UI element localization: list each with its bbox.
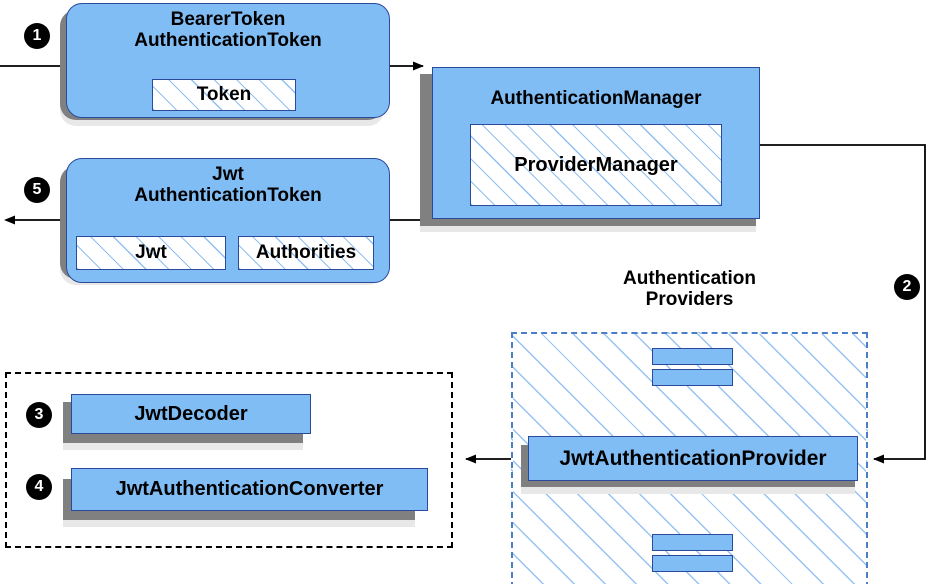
jwt-authentication-token-inner-jwt: Jwt [76,236,226,270]
provider-stub-bottom-2 [652,555,733,572]
bearer-token-title: BearerToken AuthenticationToken [134,9,322,52]
jwt-authentication-converter-label: JwtAuthenticationConverter [115,478,384,500]
step-badge-4: 4 [26,474,52,500]
jwt-authentication-provider-label: JwtAuthenticationProvider [559,446,827,470]
step-badge-3: 3 [26,402,52,428]
provider-stub-top-1 [652,348,733,365]
authentication-manager-title: AuthenticationManager [490,88,702,109]
jwt-decoder-label: JwtDecoder [134,402,248,425]
region-jwt-support [5,372,453,548]
bearer-token-inner-token: Token [152,79,296,111]
provider-manager-panel: ProviderManager [470,124,722,206]
step-badge-2: 2 [894,274,920,300]
jwt-decoder-box[interactable] [71,394,311,434]
region-authentication-providers-label: Authentication Providers [623,268,756,311]
jwt-authentication-token-title: Jwt AuthenticationToken [134,164,322,207]
provider-stub-bottom-1 [652,534,733,551]
step-badge-1: 1 [24,23,50,49]
jwt-authentication-converter-box[interactable] [71,468,428,511]
jwt-authentication-token-inner-authorities: Authorities [238,236,374,270]
jwt-authentication-provider-box[interactable] [528,436,858,481]
provider-stub-top-2 [652,369,733,386]
step-badge-5: 5 [24,177,50,203]
